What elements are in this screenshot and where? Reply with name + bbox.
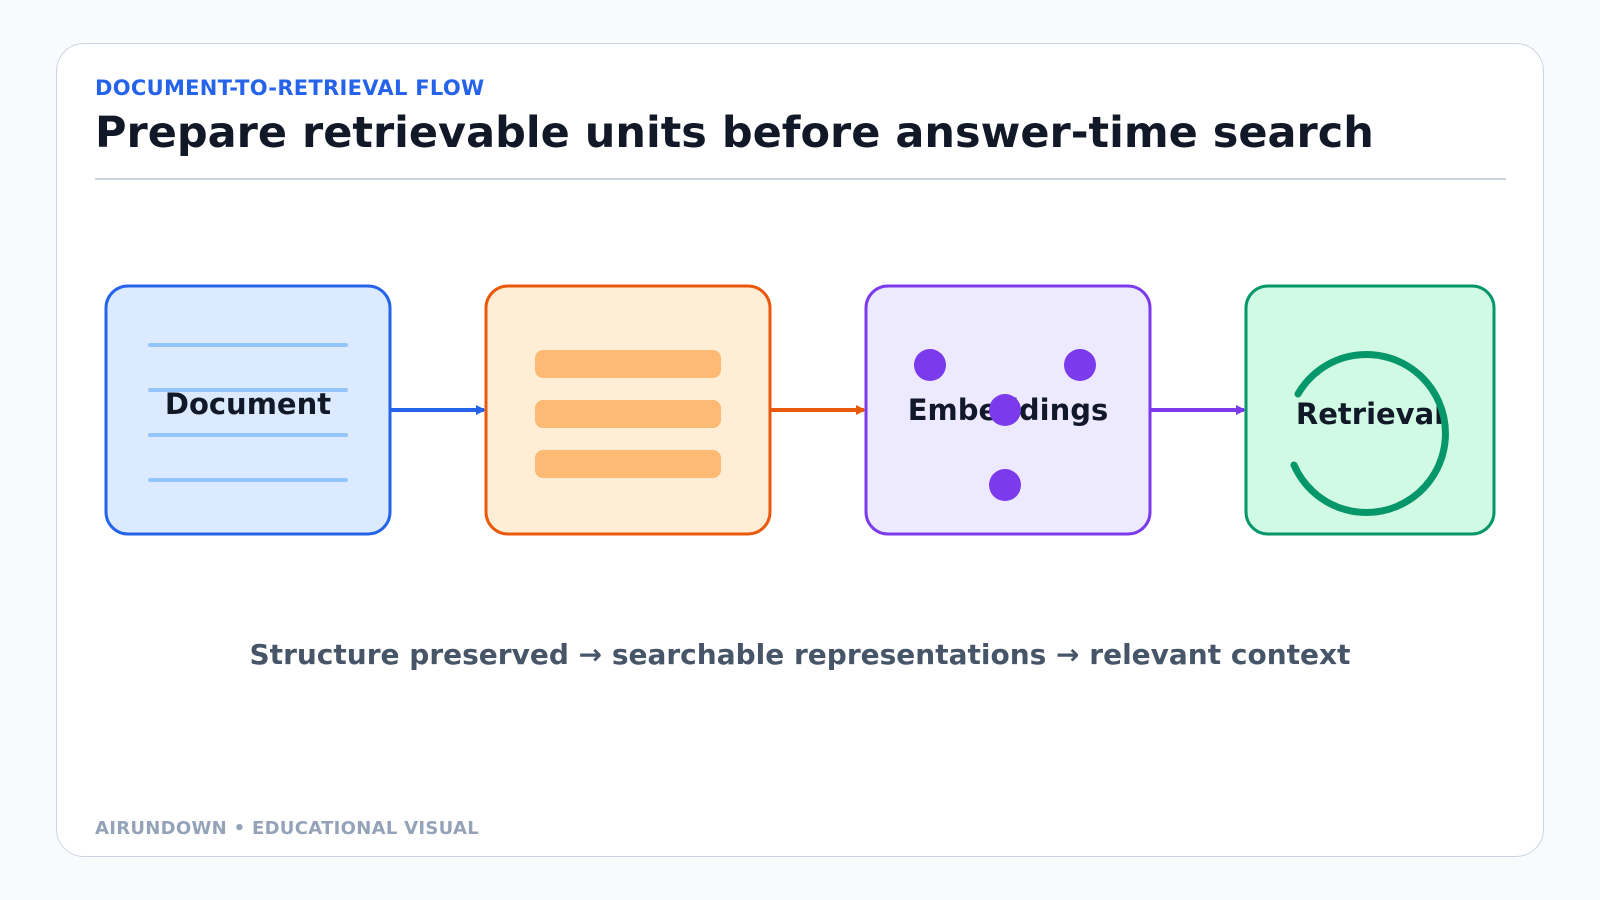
stage-box <box>104 284 392 536</box>
header-divider <box>95 178 1506 180</box>
embedding-points-icon <box>914 349 1096 501</box>
stage-label: Document <box>165 387 331 421</box>
retrieval-arc-icon <box>1290 351 1449 516</box>
stage-label: Retrieval <box>1296 397 1444 431</box>
footer-credit: AIRUNDOWN • EDUCATIONAL VISUAL <box>95 818 480 839</box>
document-lines-icon <box>148 343 348 482</box>
stage-chunks <box>484 284 772 536</box>
chunks-icon <box>535 350 721 478</box>
page-title: Prepare retrievable units before answer-… <box>95 108 1374 158</box>
stage-document: Document <box>104 284 392 536</box>
eyebrow-label: DOCUMENT-TO-RETRIEVAL FLOW <box>95 76 485 100</box>
flow-caption: Structure preserved → searchable represe… <box>249 638 1351 671</box>
stage-retrieval: Retrieval <box>1244 284 1496 536</box>
stage-embeddings: Embeddings <box>864 284 1152 536</box>
